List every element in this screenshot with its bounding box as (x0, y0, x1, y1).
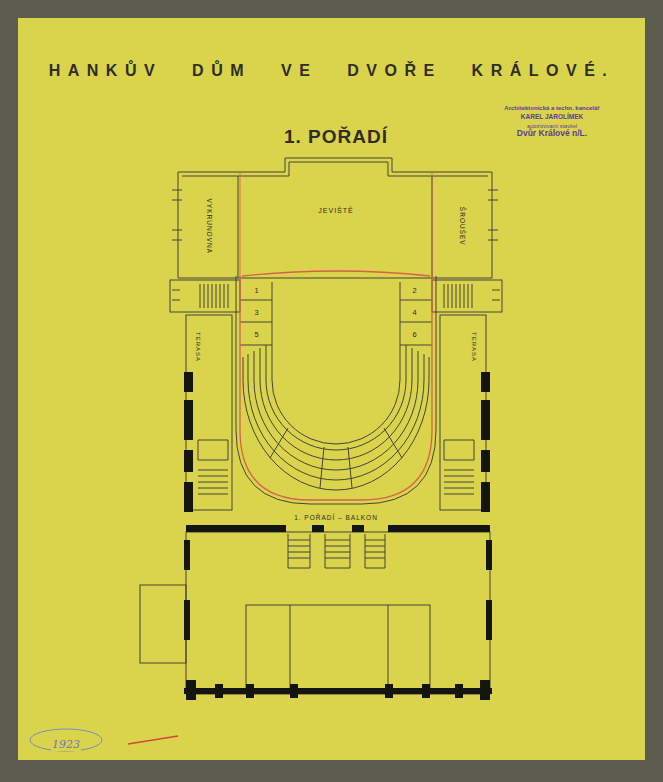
archive-number: 1923 (51, 738, 81, 751)
stage-front (242, 271, 430, 276)
room-label: ŠROUŠEV (435, 178, 488, 274)
balcony-label: 1. POŘADÍ – BALKON (293, 514, 379, 521)
room-name: 5 (253, 331, 260, 339)
wall-blocks (184, 372, 492, 700)
loge-number: 3 (246, 306, 268, 320)
label-holder: 1923 (0, 734, 166, 752)
loge-number: 1 (246, 284, 268, 298)
floor-heading: 1. POŘADÍ (283, 126, 389, 147)
label-holder: Dvůr Králové n/L. (452, 122, 652, 140)
room-name: 1 (253, 287, 260, 295)
archive-mark (30, 729, 102, 751)
stamp-name: KAREL JAROLÍMEK (520, 113, 584, 120)
stamp-line: Architektonická a techn. kancelář (503, 105, 600, 111)
terrace-label: TERASA (464, 322, 484, 372)
red-stroke (128, 736, 178, 744)
stage-walls (240, 172, 432, 278)
label-holder: Architektonická a techn. kancelář (452, 96, 652, 114)
terrace-label: TERASA (188, 322, 208, 372)
room-name: VYKRUNOVNA (206, 197, 213, 255)
drawing-title: HANKŮV DŮM VE DVOŘE KRÁLOVÉ. (48, 62, 616, 79)
room-name: 6 (411, 331, 418, 339)
auditorium-outline (240, 276, 432, 500)
label-holder: 1. POŘADÍ – BALKON (236, 506, 436, 524)
stage-area: JEVIŠTĚ (242, 180, 430, 240)
loge-number: 5 (246, 328, 268, 342)
room-name: 4 (411, 309, 418, 317)
loge-number: 2 (404, 284, 426, 298)
title-holder: HANKŮV DŮM VE DVOŘE KRÁLOVÉ. (18, 62, 645, 80)
room-name: 2 (411, 287, 418, 295)
stamp-place: Dvůr Králové n/L. (516, 128, 588, 138)
paper-sheet (18, 18, 645, 760)
label-holder: KAREL JAROLÍMEK (452, 105, 652, 123)
room-name: TERASA (195, 331, 201, 363)
loge-number: 6 (404, 328, 426, 342)
room-name: 3 (253, 309, 260, 317)
plan-lines (140, 158, 502, 694)
room-name: ŠROUŠEV (458, 206, 465, 247)
label-holder: 1. POŘADÍ (236, 127, 436, 147)
loge-number: 4 (404, 306, 426, 320)
room-label: VYKRUNOVNA (182, 178, 236, 274)
room-name: JEVIŠTĚ (317, 207, 354, 214)
room-name: TERASA (471, 331, 477, 363)
